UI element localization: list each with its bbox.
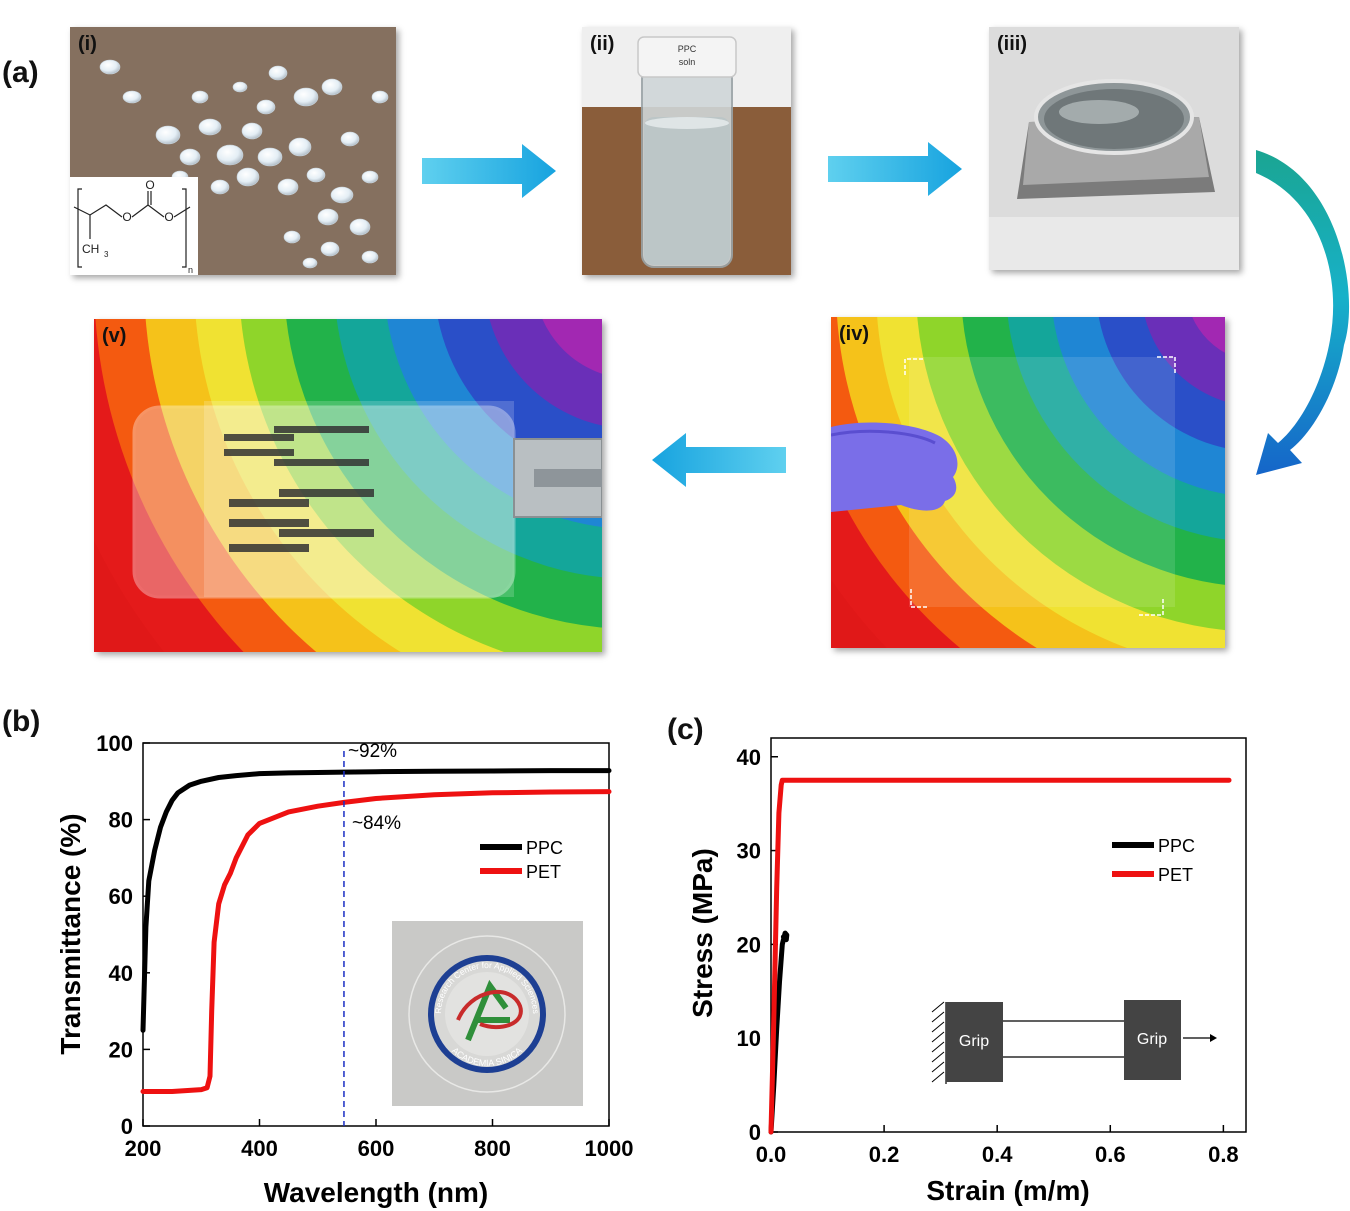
chart-c-series-pet bbox=[768, 777, 1232, 1135]
chart-c-y-tick-label-2: 20 bbox=[737, 932, 761, 957]
step-label-iii: (iii) bbox=[997, 33, 1027, 55]
photo-transparent-film: (iv) bbox=[831, 317, 1225, 648]
inset-logo-photo: Research Center for Applied Sciences ACA… bbox=[392, 921, 583, 1106]
chart-b-y-tick-label-0: 0 bbox=[121, 1114, 133, 1139]
chart-b-annotation-ppc: ~92% bbox=[348, 741, 397, 762]
chart-b-x-axis-title: Wavelength (nm) bbox=[264, 1177, 489, 1208]
grip-right bbox=[1124, 1000, 1181, 1080]
ppc-structure-drawing: O O O CH 3 n bbox=[73, 178, 193, 275]
rainbow-vial-illustration bbox=[94, 319, 602, 652]
petri-dish-illustration bbox=[989, 27, 1239, 270]
chart-b-x-tick-label-2: 600 bbox=[358, 1136, 395, 1161]
chart-c-x-axis-title: Strain (m/m) bbox=[926, 1175, 1089, 1206]
ppc-structure-inset: O O O CH 3 n bbox=[70, 177, 198, 275]
photo-sensor-on-vial: (v) bbox=[94, 319, 602, 652]
legend-label-pet-c: PET bbox=[1158, 865, 1193, 885]
step-label-v: (v) bbox=[102, 325, 127, 347]
chart-c-y-tick-label-0: 0 bbox=[749, 1120, 761, 1145]
process-arrow-left bbox=[652, 433, 786, 487]
legend-label-pet: PET bbox=[526, 862, 561, 882]
process-arrow-right-2 bbox=[828, 142, 962, 196]
structure-ch3-subscript: 3 bbox=[104, 250, 109, 259]
step-label-ii: (ii) bbox=[590, 33, 615, 55]
chart-c-y-tick-label-3: 30 bbox=[737, 839, 761, 864]
grip-left-label: Grip bbox=[959, 1033, 989, 1050]
chart-b-x-tick-label-3: 800 bbox=[474, 1136, 511, 1161]
chart-c-x-tick-label-0: 0.0 bbox=[756, 1142, 787, 1167]
legend-label-ppc: PPC bbox=[526, 838, 563, 858]
panel-label-b: (b) bbox=[2, 705, 41, 738]
chart-c-frame bbox=[770, 737, 1247, 1133]
panel-label-a: (a) bbox=[2, 56, 39, 89]
vial-label-line-1: PPC bbox=[678, 44, 697, 54]
process-arrow-right-1 bbox=[422, 144, 556, 198]
chart-b-y-tick-label-3: 60 bbox=[109, 884, 133, 909]
grip-left bbox=[946, 1002, 1003, 1082]
step-label-i: (i) bbox=[78, 33, 97, 55]
chart-c-y-axis-title: Stress (MPa) bbox=[687, 848, 718, 1018]
svg-text:O: O bbox=[164, 210, 173, 224]
grip-right-label: Grip bbox=[1137, 1031, 1167, 1048]
chart-b-series-pet bbox=[140, 789, 612, 1094]
svg-text:O: O bbox=[122, 210, 131, 224]
chart-b-y-tick-label-1: 20 bbox=[109, 1037, 133, 1062]
photo-ppc-solution-vial: PPC soln (ii) bbox=[582, 27, 791, 275]
structure-ch3: CH bbox=[82, 242, 99, 256]
svg-text:O: O bbox=[145, 178, 154, 192]
chart-c-x-tick-label-3: 0.6 bbox=[1095, 1142, 1126, 1167]
photo-petri-dish-casting: (iii) bbox=[989, 27, 1239, 270]
vial-illustration: PPC soln bbox=[582, 27, 791, 275]
chart-b-x-tick-label-4: 1000 bbox=[585, 1136, 634, 1161]
inset-tensile-grip-schematic: Grip Grip bbox=[931, 1000, 1217, 1084]
photo-ppc-pellets: (i) O O O CH 3 n bbox=[70, 27, 396, 275]
legend-label-ppc-c: PPC bbox=[1158, 836, 1195, 856]
chart-b-y-tick-label-4: 80 bbox=[109, 808, 133, 833]
chart-b-y-axis-title: Transmittance (%) bbox=[55, 813, 86, 1054]
logo-letter-mark bbox=[465, 979, 510, 1042]
panel-label-c: (c) bbox=[667, 713, 704, 746]
rainbow-film-illustration bbox=[831, 317, 1225, 648]
chart-b-y-tick-label-2: 40 bbox=[109, 961, 133, 986]
step-label-iv: (iv) bbox=[839, 323, 869, 345]
pull-arrow-head bbox=[1210, 1034, 1217, 1042]
chart-c-y-tick-label-1: 10 bbox=[737, 1026, 761, 1051]
chart-b-series-ppc bbox=[140, 768, 612, 1033]
vial-label-line-2: soln bbox=[679, 57, 696, 67]
chart-b-y-tick-label-5: 100 bbox=[96, 731, 133, 756]
chart-stress-strain: 0.0 0.2 0.4 0.6 0.8 0 10 20 30 40 Stress (MPa) St… bbox=[687, 737, 1247, 1206]
chart-c-y-tick-label-4: 40 bbox=[737, 745, 761, 770]
chart-b-x-tick-label-1: 400 bbox=[241, 1136, 278, 1161]
chart-c-x-tick-label-4: 0.8 bbox=[1208, 1142, 1239, 1167]
process-arrow-curved-down bbox=[1256, 150, 1350, 475]
chart-b-annotation-pet: ~84% bbox=[352, 813, 401, 834]
chart-b-x-tick-label-0: 200 bbox=[125, 1136, 162, 1161]
chart-c-x-tick-label-2: 0.4 bbox=[982, 1142, 1013, 1167]
chart-transmittance: 200 400 600 800 1000 0 20 40 60 80 100 Transmittan… bbox=[55, 731, 634, 1208]
chart-c-x-tick-label-1: 0.2 bbox=[869, 1142, 900, 1167]
structure-n: n bbox=[188, 265, 193, 275]
